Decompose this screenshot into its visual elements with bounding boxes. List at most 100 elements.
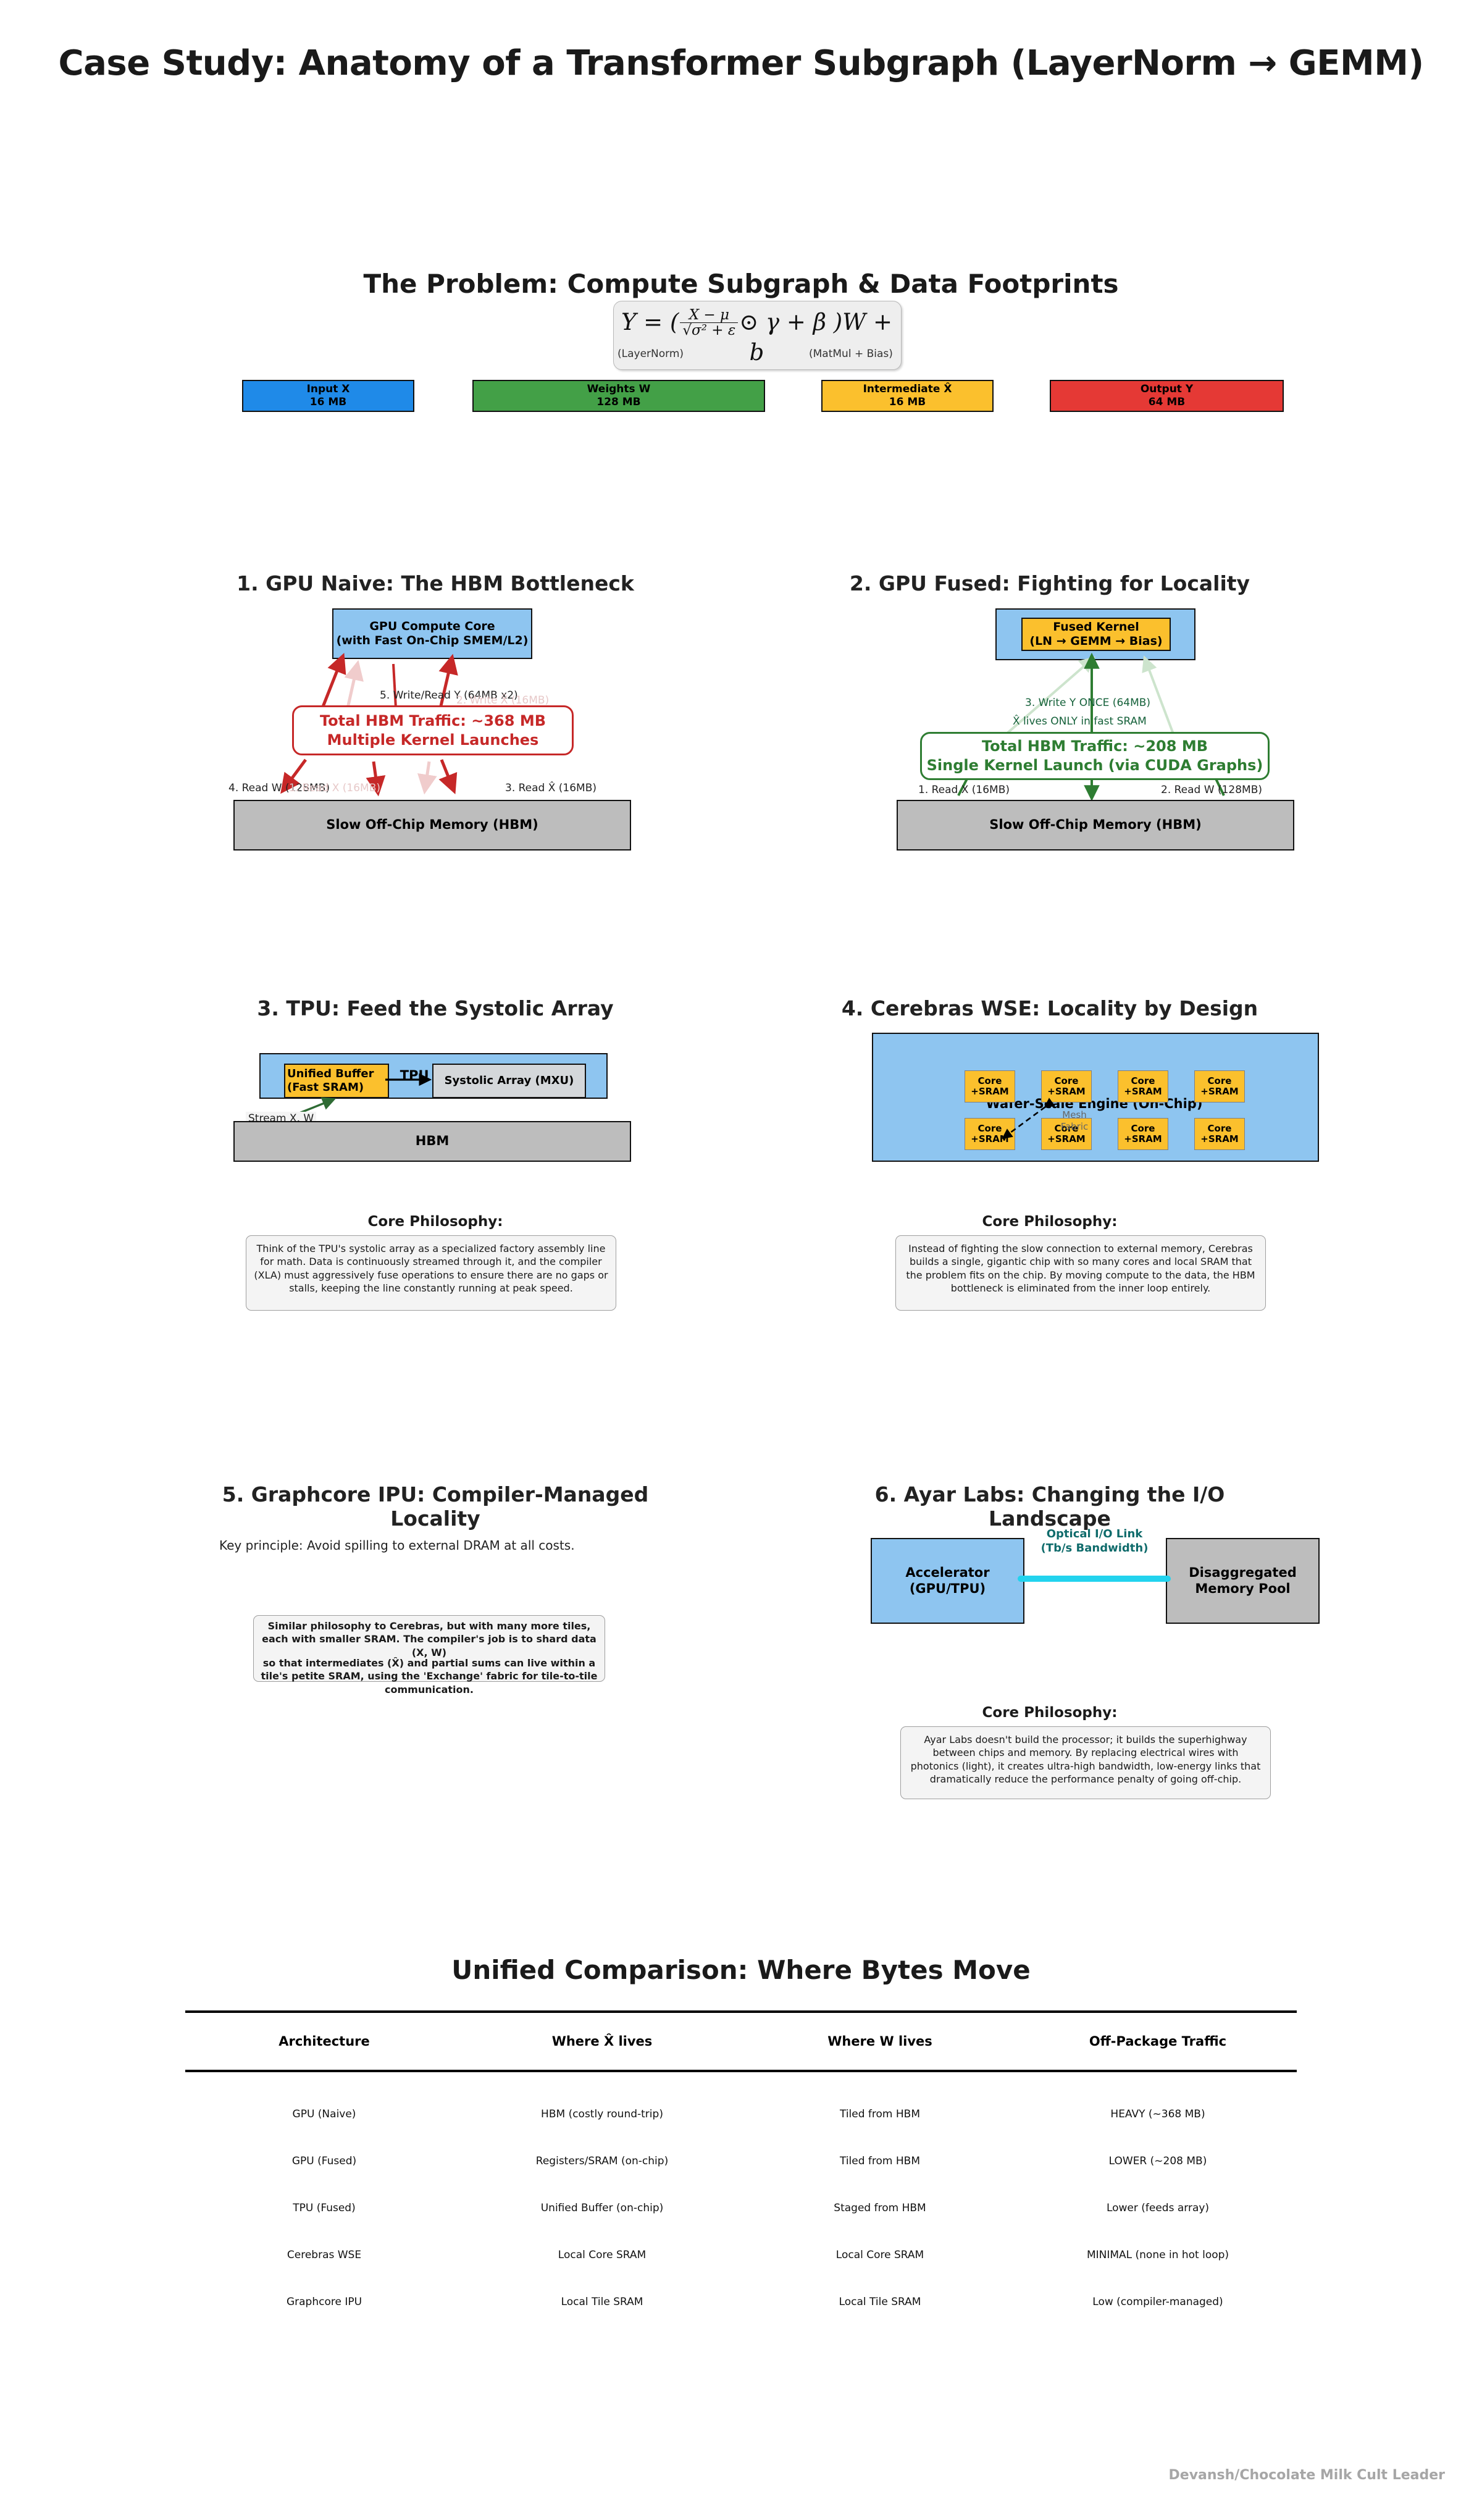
gpu-naive-hbm: Slow Off-Chip Memory (HBM) xyxy=(233,800,631,850)
traffic-callout-line2: Multiple Kernel Launches xyxy=(327,731,539,749)
footprint-box-intermediate-xhat: Intermediate X̂ 16 MB xyxy=(821,380,994,412)
panel-title-gpu-fused: 2. GPU Fused: Fighting for Locality xyxy=(849,571,1250,595)
footprint-size: 16 MB xyxy=(309,396,347,408)
traffic-callout-line2: Single Kernel Launch (via CUDA Graphs) xyxy=(926,757,1263,774)
ayar-memory-pool-box: Disaggregated Memory Pool xyxy=(1166,1538,1320,1624)
table-row: TPU (Fused) Unified Buffer (on-chip) Sta… xyxy=(185,2185,1297,2232)
graphcore-key-principle: Key principle: Avoid spilling to externa… xyxy=(219,1538,575,1553)
cerebras-core-tile: Core +SRAM xyxy=(965,1070,1015,1102)
tile-line1: Core xyxy=(1054,1122,1079,1134)
tile-line1: Core xyxy=(978,1075,1002,1086)
tile-line2: +SRAM xyxy=(1124,1086,1162,1097)
gpu-naive-step-5-label: 5. Write/Read Y (64MB x2) xyxy=(380,689,518,702)
footprint-box-weights-w: Weights W 128 MB xyxy=(472,380,765,412)
cerebras-core-tile: Core +SRAM xyxy=(1194,1070,1245,1102)
tpu-philosophy-title: Core Philosophy: xyxy=(367,1214,503,1230)
formula-label-matmul: (MatMul + Bias) xyxy=(809,348,893,360)
cerebras-philosophy-text: Instead of fighting the slow connection … xyxy=(895,1235,1266,1311)
footprint-size: 16 MB xyxy=(889,396,926,408)
traffic-callout-line1: Total HBM Traffic: ~208 MB xyxy=(982,737,1208,755)
problem-section-title: The Problem: Compute Subgraph & Data Foo… xyxy=(363,269,1119,299)
tile-line2: +SRAM xyxy=(1200,1086,1239,1097)
cell-architecture: Cerebras WSE xyxy=(287,2249,362,2261)
cell-architecture: TPU (Fused) xyxy=(293,2202,356,2214)
tpu-unified-buffer: Unified Buffer (Fast SRAM) xyxy=(284,1064,389,1098)
footprint-name: Weights W xyxy=(587,383,651,396)
memory-pool-line2: Memory Pool xyxy=(1195,1581,1291,1596)
formula-rhs: ⊙ γ + β )W + b xyxy=(739,309,892,366)
graphcore-note-top: Similar philosophy to Cerebras, but with… xyxy=(253,1615,605,1682)
mesh-label-line1: Mesh xyxy=(1062,1109,1087,1120)
cell-w: Staged from HBM xyxy=(834,2202,926,2214)
panel-title-tpu: 3. TPU: Feed the Systolic Array xyxy=(257,996,614,1020)
traffic-callout-line1: Total HBM Traffic: ~368 MB xyxy=(320,712,546,729)
panel-title-graphcore: 5. Graphcore IPU: Compiler-Managed Local… xyxy=(222,1482,649,1531)
formula-lhs: Y = ( xyxy=(621,309,679,336)
cerebras-philosophy-title: Core Philosophy: xyxy=(982,1214,1118,1230)
ayar-accelerator-box: Accelerator (GPU/TPU) xyxy=(871,1538,1024,1624)
column-header-where-xhat-lives: Where X̂ lives xyxy=(463,2010,741,2072)
column-header-off-package-traffic: Off-Package Traffic xyxy=(1019,2010,1297,2072)
cell-xhat: Local Tile SRAM xyxy=(561,2296,643,2308)
gpu-fused-step-3-label: 3. Write Y ONCE (64MB) xyxy=(1025,697,1151,709)
comparison-section-title: Unified Comparison: Where Bytes Move xyxy=(451,1955,1031,1985)
tile-line1: Core xyxy=(1131,1075,1155,1086)
gpu-fused-hbm: Slow Off-Chip Memory (HBM) xyxy=(897,800,1294,850)
tile-line1: Core xyxy=(1207,1122,1232,1134)
table-row: GPU (Fused) Registers/SRAM (on-chip) Til… xyxy=(185,2138,1297,2185)
cell-traffic: HEAVY (~368 MB) xyxy=(1110,2108,1205,2120)
tile-line2: +SRAM xyxy=(1047,1086,1086,1097)
cell-traffic: LOWER (~208 MB) xyxy=(1108,2155,1207,2167)
formula-label-layernorm: (LayerNorm) xyxy=(618,348,684,360)
cell-w: Local Tile SRAM xyxy=(839,2296,921,2308)
compute-core-line2: (with Fast On-Chip SMEM/L2) xyxy=(336,634,529,647)
tile-line2: +SRAM xyxy=(971,1133,1009,1144)
formula-fraction: X − μ√σ² + ε xyxy=(680,308,739,338)
ayar-philosophy-title: Core Philosophy: xyxy=(982,1705,1118,1721)
tpu-systolic-array: Systolic Array (MXU) xyxy=(432,1064,586,1098)
tile-line2: +SRAM xyxy=(1200,1133,1239,1144)
cerebras-core-tile: Core +SRAM xyxy=(1118,1070,1168,1102)
footprint-name: Input X xyxy=(306,383,350,396)
formula-expression: Y = (X − μ√σ² + ε⊙ γ + β )W + b xyxy=(613,308,900,366)
gpu-fused-step-2-label: 2. Read W (128MB) xyxy=(1161,784,1262,796)
formula-denominator: √σ² + ε xyxy=(680,322,739,338)
cerebras-core-tile: Core +SRAM xyxy=(1118,1118,1168,1150)
footprint-name: Intermediate X̂ xyxy=(863,383,952,396)
cerebras-core-tile: Core +SRAM xyxy=(1194,1118,1245,1150)
cell-w: Local Core SRAM xyxy=(835,2249,924,2261)
footprint-box-input-x: Input X 16 MB xyxy=(242,380,414,412)
tile-line1: Core xyxy=(1054,1075,1079,1086)
table-row: GPU (Naive) HBM (costly round-trip) Tile… xyxy=(185,2071,1297,2138)
unified-buffer-line1: Unified Buffer xyxy=(287,1067,374,1081)
graphcore-note-bottom: so that intermediates (X̂) and partial s… xyxy=(261,1657,598,1695)
panel-title-cerebras: 4. Cerebras WSE: Locality by Design xyxy=(841,996,1258,1020)
tpu-arrows xyxy=(299,1073,432,1114)
link-label-line1: Optical I/O Link xyxy=(1046,1527,1143,1540)
table-header-row: Architecture Where X̂ lives Where W live… xyxy=(185,2010,1297,2072)
tile-line2: +SRAM xyxy=(1047,1133,1086,1144)
ayar-optical-link-label: Optical I/O Link (Tb/s Bandwidth) xyxy=(1019,1527,1170,1556)
tpu-hbm: HBM xyxy=(233,1121,631,1162)
comparison-table: Architecture Where X̂ lives Where W live… xyxy=(185,2010,1297,2325)
cell-traffic: Lower (feeds array) xyxy=(1106,2202,1210,2214)
gpu-fused-step-1-label: 1. Read X (16MB) xyxy=(918,784,1010,796)
table-row: Graphcore IPU Local Tile SRAM Local Tile… xyxy=(185,2278,1297,2325)
cell-w: Tiled from HBM xyxy=(839,2108,921,2120)
gpu-fused-traffic-callout: Total HBM Traffic: ~208 MB Single Kernel… xyxy=(920,732,1270,780)
gpu-naive-compute-core: GPU Compute Core (with Fast On-Chip SMEM… xyxy=(332,608,532,659)
gpu-naive-step-1-label: 1. Read X (16MB) xyxy=(289,782,381,794)
footprint-size: 64 MB xyxy=(1148,396,1186,408)
compute-core-line1: GPU Compute Core xyxy=(369,620,495,634)
cell-architecture: GPU (Fused) xyxy=(291,2155,357,2167)
accelerator-line2: (GPU/TPU) xyxy=(909,1581,986,1596)
unified-buffer-line2: (Fast SRAM) xyxy=(287,1081,364,1094)
gpu-naive-step-3-label: 3. Read X̂ (16MB) xyxy=(505,782,597,794)
cerebras-core-tile: Core +SRAM xyxy=(1041,1070,1092,1102)
accelerator-line1: Accelerator xyxy=(905,1565,990,1581)
memory-pool-line1: Disaggregated xyxy=(1189,1565,1297,1581)
panel-title-ayar: 6. Ayar Labs: Changing the I/O Landscape xyxy=(874,1482,1225,1531)
fused-kernel-line1: Fused Kernel xyxy=(1053,620,1139,634)
gpu-fused-arrows xyxy=(957,652,1225,802)
footprint-size: 128 MB xyxy=(597,396,641,408)
